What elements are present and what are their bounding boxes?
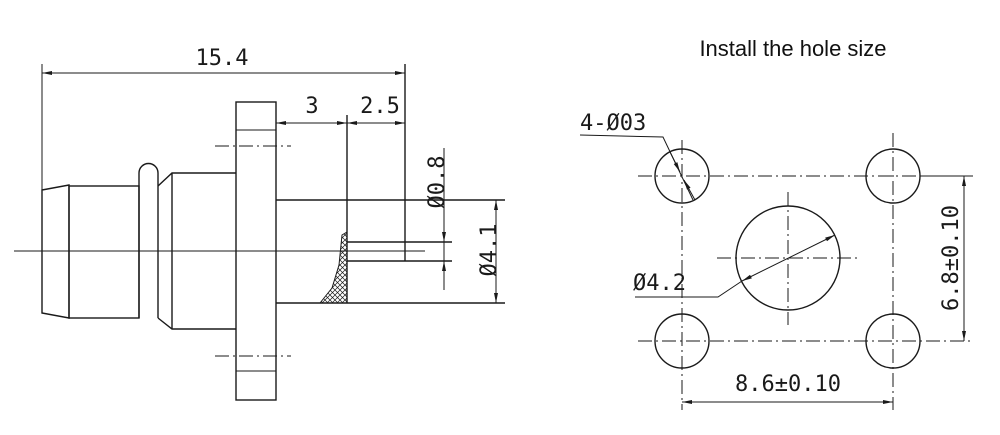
body-section bbox=[68, 185, 140, 319]
hole-layout-view: 4-Ø03 Ø4.2 6.8±0.10 8.6±0.10 bbox=[579, 111, 973, 410]
body-section-2 bbox=[157, 172, 236, 330]
corner-holes-label: 4-Ø03 bbox=[580, 111, 646, 136]
pin-diameter-label: Ø0.8 bbox=[425, 156, 450, 209]
groove-ring bbox=[138, 162, 159, 318]
hatched-section bbox=[318, 231, 348, 304]
corner-hole bbox=[865, 313, 921, 369]
hole-size-title: Install the hole size bbox=[699, 36, 886, 61]
height-spacing-label: 6.8±0.10 bbox=[939, 205, 964, 311]
center-hole-label: Ø4.2 bbox=[633, 271, 686, 296]
connector-side-view: 15.4 3 2.5 Ø0.8 Ø4.1 bbox=[14, 46, 505, 401]
width-spacing-label: 8.6±0.10 bbox=[735, 372, 841, 397]
flange bbox=[235, 101, 277, 401]
dim-b-label: 2.5 bbox=[360, 94, 400, 119]
corner-hole bbox=[654, 313, 710, 369]
corner-hole bbox=[654, 148, 710, 204]
overall-length-label: 15.4 bbox=[196, 46, 249, 71]
body-diameter-label: Ø4.1 bbox=[477, 224, 502, 277]
dim-a-label: 3 bbox=[305, 94, 318, 119]
